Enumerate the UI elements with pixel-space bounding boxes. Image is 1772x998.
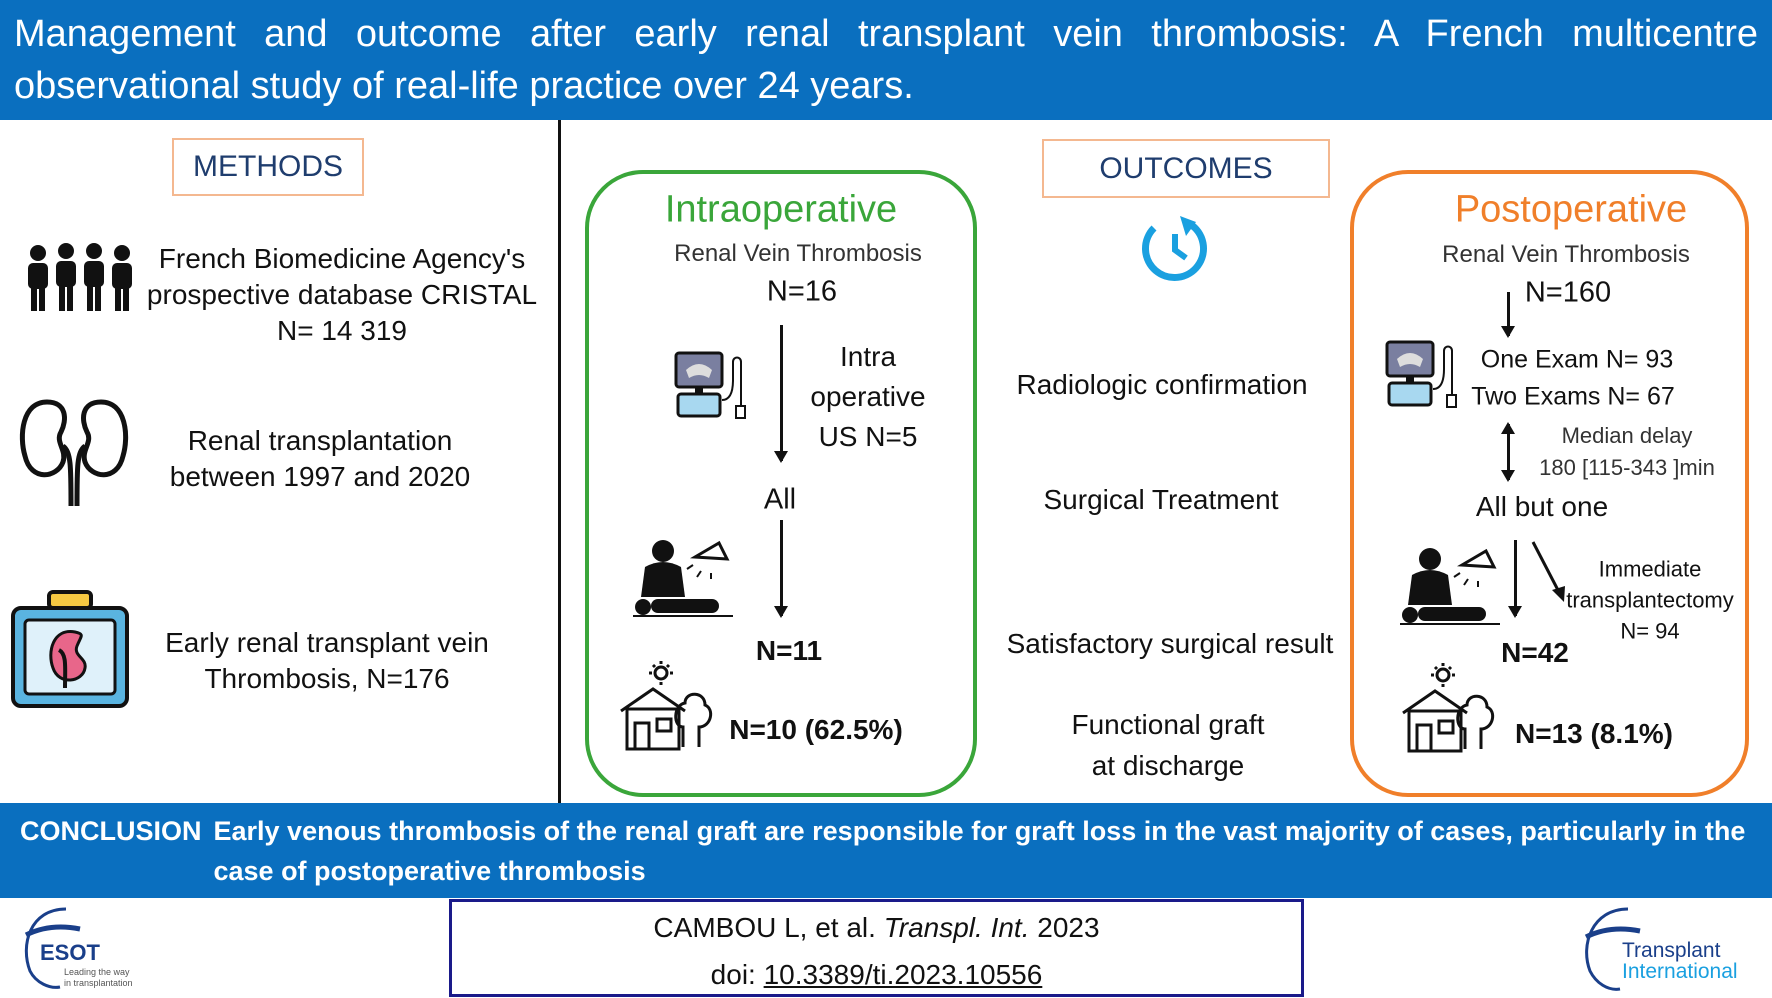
arrow-down <box>1508 540 1522 618</box>
ti-logo-text: Transplant International <box>1622 940 1738 982</box>
text-line: in transplantation <box>64 978 133 988</box>
intraoperative-n: N=16 <box>766 275 838 308</box>
text-line: transplantectomy <box>1566 587 1734 613</box>
text-line: US N=5 <box>818 421 918 452</box>
citation-year: 2023 <box>1037 912 1100 943</box>
surgeon-icon <box>1400 548 1500 625</box>
diagonal-arrow <box>1531 541 1565 602</box>
postoperative-transplantectomy: Immediate transplantectomy N= 94 <box>1566 554 1734 647</box>
postoperative-n: N=160 <box>1524 276 1612 309</box>
house-icon <box>1402 663 1495 753</box>
outcome-row-satisfactory: Satisfactory surgical result <box>1006 628 1334 659</box>
postoperative-one-exam: One Exam N= 93 <box>1480 345 1674 374</box>
intraoperative-panel <box>585 170 977 797</box>
methods-label: METHODS <box>172 138 364 196</box>
text-line: prospective database CRISTAL <box>146 279 538 310</box>
ultrasound-icon <box>1385 340 1457 408</box>
citation-line: CAMBOU L, et al. Transpl. Int. 2023 <box>452 904 1301 951</box>
esot-logo-tagline: Leading the way in transplantation <box>64 967 133 989</box>
text-line: N= 14 319 <box>276 315 407 346</box>
text-line: between 1997 and 2020 <box>169 461 471 492</box>
postoperative-satisfactory: N=42 <box>1501 637 1569 668</box>
text-line: operative <box>810 381 926 412</box>
intraoperative-surgery: All <box>763 483 797 516</box>
text-line: International <box>1622 960 1738 983</box>
text-line: at discharge <box>1091 750 1245 781</box>
intraoperative-functional: N=10 (62.5%) <box>729 714 903 745</box>
intraoperative-title: Intraoperative <box>664 188 898 231</box>
citation-authors: CAMBOU L, et al. <box>653 912 876 943</box>
postoperative-functional: N=13 (8.1%) <box>1515 718 1673 749</box>
postoperative-surgery: All but one <box>1475 491 1609 522</box>
double-arrow <box>1501 422 1515 482</box>
text-line: French Biomedicine Agency's <box>158 243 526 274</box>
arrow-down <box>774 325 788 463</box>
esot-logo-name: ESOT <box>40 940 100 965</box>
text-line: Early renal transplant vein <box>165 627 489 658</box>
postoperative-panel <box>1350 170 1749 797</box>
clock-refresh-icon <box>1142 216 1207 281</box>
doi-link[interactable]: 10.3389/ti.2023.10556 <box>763 959 1043 990</box>
arrow-down <box>774 520 788 618</box>
methods-item-period: Renal transplantation between 1997 and 2… <box>170 423 471 495</box>
doi-label: doi: <box>710 959 756 990</box>
arrow-down <box>1501 292 1515 338</box>
text-line: Immediate <box>1598 556 1702 582</box>
methods-item-database: French Biomedicine Agency's prospective … <box>147 241 537 349</box>
doi-line: doi: 10.3389/ti.2023.10556 <box>452 951 1301 998</box>
intraoperative-us: Intra operative US N=5 <box>810 337 925 457</box>
conclusion-text: Early venous thrombosis of the renal gra… <box>213 816 1746 886</box>
ti-logo-icon <box>1584 907 1641 991</box>
outcome-row-radiologic: Radiologic confirmation <box>1016 369 1308 400</box>
postoperative-two-exams: Two Exams N= 67 <box>1471 382 1675 411</box>
house-icon <box>620 661 713 751</box>
methods-item-cohort: Early renal transplant vein Thrombosis, … <box>165 625 489 697</box>
ultrasound-icon <box>674 351 746 419</box>
citation-box: CAMBOU L, et al. Transpl. Int. 2023 doi:… <box>449 899 1304 997</box>
intraoperative-satisfactory: N=11 <box>755 635 823 666</box>
text-line: N= 94 <box>1620 618 1680 644</box>
text-line: Thrombosis, N=176 <box>204 663 450 694</box>
kidneys-icon <box>19 399 129 507</box>
postoperative-subtitle: Renal Vein Thrombosis <box>1442 241 1690 268</box>
kidney-case-icon <box>11 590 129 708</box>
postoperative-title: Postoperative <box>1454 188 1688 231</box>
text-line: Leading the way <box>64 967 130 977</box>
text-line: Functional graft <box>1071 709 1265 740</box>
postoperative-delay-label: Median delay <box>1561 423 1693 448</box>
page-title: Management and outcome after early renal… <box>0 0 1772 120</box>
outcome-row-functional: Functional graft at discharge <box>1072 704 1265 786</box>
esot-logo-icon <box>24 907 81 989</box>
outcomes-label: OUTCOMES <box>1042 139 1330 198</box>
divider <box>558 120 561 812</box>
text-line: Renal transplantation <box>187 425 453 456</box>
conclusion-label: CONCLUSION <box>20 816 202 846</box>
outcome-row-surgical: Surgical Treatment <box>1043 484 1279 515</box>
text-line: Intra <box>839 341 897 372</box>
conclusion-banner: CONCLUSION Early venous thrombosis of th… <box>0 803 1772 898</box>
text-line: Transplant <box>1622 939 1721 962</box>
surgeon-icon <box>633 540 733 617</box>
postoperative-delay-value: 180 [115-343 ]min <box>1539 455 1715 480</box>
intraoperative-subtitle: Renal Vein Thrombosis <box>674 240 922 267</box>
people-icon <box>28 243 132 311</box>
citation-journal: Transpl. Int. <box>883 912 1030 943</box>
